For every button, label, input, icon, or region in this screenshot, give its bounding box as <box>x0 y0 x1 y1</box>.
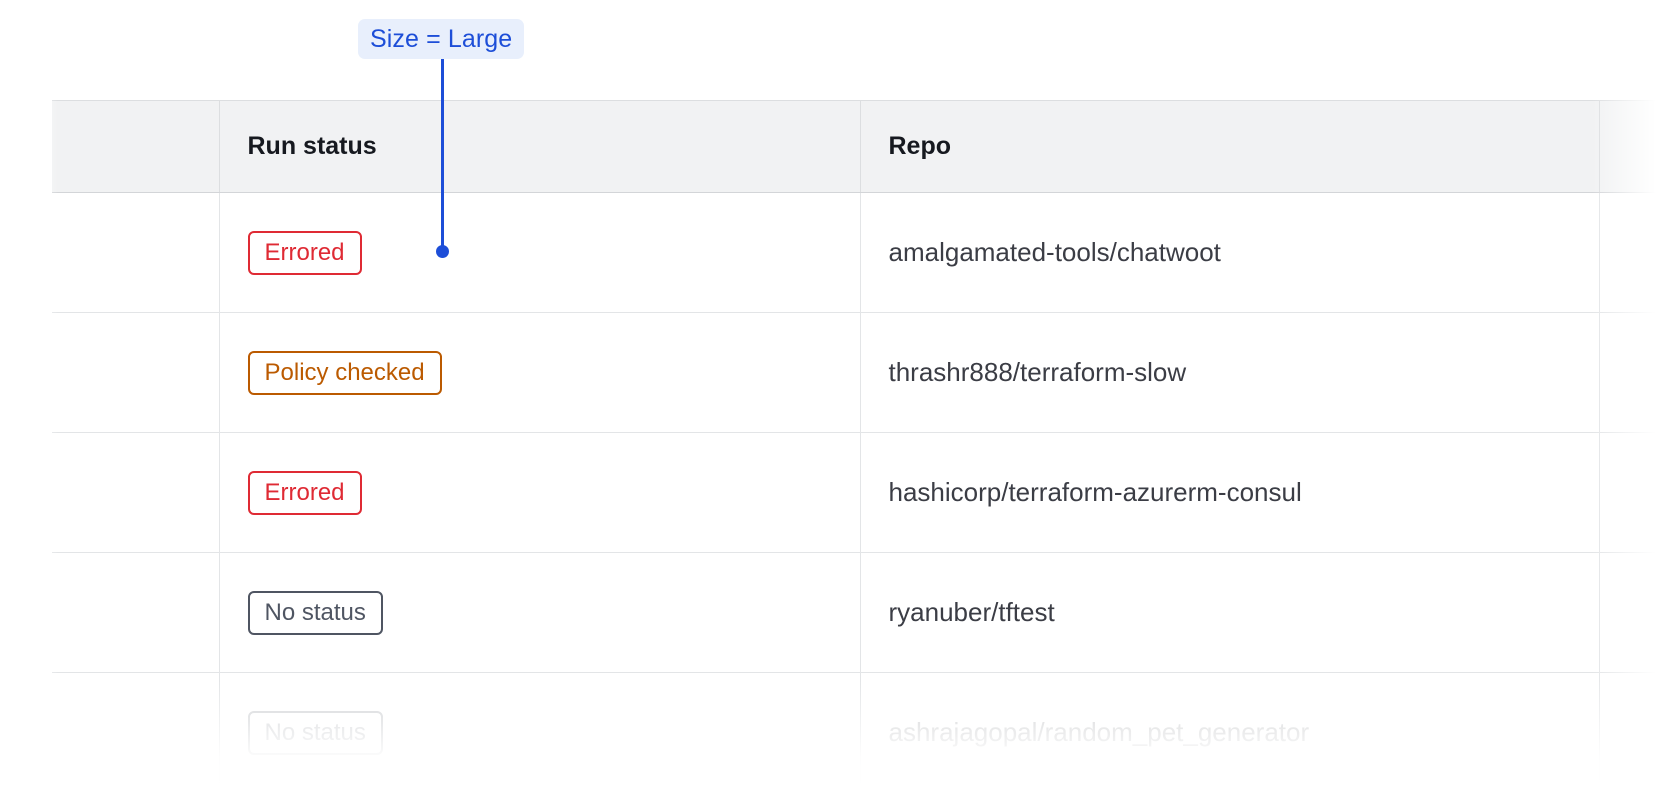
table-row[interactable]: Policy checked thrashr888/terraform-slow <box>52 312 1672 433</box>
row-extra-cell <box>1598 552 1672 673</box>
column-header-extra <box>1598 100 1672 193</box>
status-badge: No status <box>247 590 383 635</box>
repo-cell: ashrajagopal/random_pet_generator <box>859 672 1599 788</box>
row-select-cell[interactable] <box>52 672 219 788</box>
table-row[interactable]: No status ashrajagopal/random_pet_generat… <box>52 672 1672 788</box>
annotation-callout: Size = Large <box>358 19 525 59</box>
status-badge: Errored <box>247 230 362 275</box>
run-status-cell: Policy checked <box>218 312 860 433</box>
row-select-cell[interactable] <box>52 432 219 553</box>
repo-cell: hashicorp/terraform-azurerm-consul <box>859 432 1599 553</box>
table-header: Run status Repo <box>52 100 1672 193</box>
row-extra-cell <box>1598 672 1672 788</box>
row-select-cell[interactable] <box>52 192 219 313</box>
annotation-leader-dot-icon <box>436 245 449 258</box>
status-badge-label: Errored <box>264 238 345 266</box>
status-badge-label: No status <box>264 718 366 746</box>
row-extra-cell <box>1598 192 1672 313</box>
table-row[interactable]: No status ryanuber/tftest <box>52 552 1672 673</box>
status-badge-label: Errored <box>264 478 345 506</box>
status-badge: Errored <box>247 470 362 515</box>
status-badge: No status <box>247 710 383 755</box>
column-header-repo[interactable]: Repo <box>859 100 1599 193</box>
table-header-row: Run status Repo <box>52 100 1672 193</box>
row-select-cell[interactable] <box>52 312 219 433</box>
column-header-run-status-label: Run status <box>247 132 377 160</box>
left-edge-fade <box>0 0 58 788</box>
status-badge-label: Policy checked <box>264 358 425 386</box>
repo-name[interactable]: ryanuber/tftest <box>888 597 1055 627</box>
repo-cell: amalgamated-tools/chatwoot <box>859 192 1599 313</box>
run-status-cell: Errored <box>218 192 860 313</box>
repo-name[interactable]: hashicorp/terraform-azurerm-consul <box>888 477 1302 507</box>
row-select-cell[interactable] <box>52 552 219 673</box>
annotation-label: Size = Large <box>370 24 513 53</box>
repo-cell: ryanuber/tftest <box>859 552 1599 673</box>
status-badge-label: No status <box>264 598 366 626</box>
run-status-cell: No status <box>218 552 860 673</box>
column-header-run-status[interactable]: Run status <box>218 100 860 193</box>
repo-cell: thrashr888/terraform-slow <box>859 312 1599 433</box>
row-extra-cell <box>1598 432 1672 553</box>
table-row[interactable]: Errored hashicorp/terraform-azurerm-consu… <box>52 432 1672 553</box>
column-header-select <box>52 100 219 193</box>
column-header-repo-label: Repo <box>888 132 952 160</box>
table-row[interactable]: Errored amalgamated-tools/chatwoot <box>52 192 1672 313</box>
repo-name[interactable]: amalgamated-tools/chatwoot <box>888 237 1221 267</box>
annotation-leader-line <box>441 59 444 251</box>
run-status-cell: No status <box>218 672 860 788</box>
repo-name[interactable]: ashrajagopal/random_pet_generator <box>888 717 1310 747</box>
run-status-table: Run status Repo Errored amalgamated-tools… <box>52 100 1672 788</box>
run-status-table-container: Run status Repo Errored amalgamated-tools… <box>52 100 1672 788</box>
run-status-cell: Errored <box>218 432 860 553</box>
row-extra-cell <box>1598 312 1672 433</box>
repo-name[interactable]: thrashr888/terraform-slow <box>888 357 1187 387</box>
status-badge: Policy checked <box>247 350 442 395</box>
